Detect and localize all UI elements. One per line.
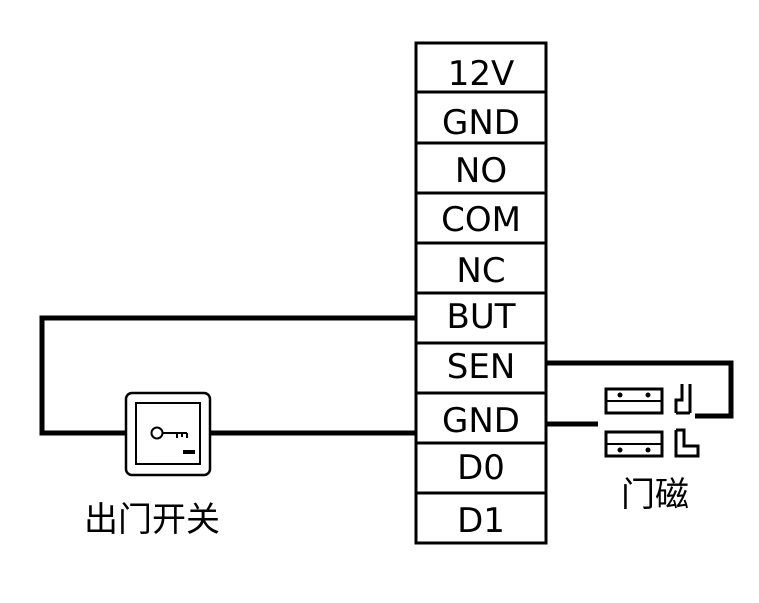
terminal-label-sen: SEN — [447, 347, 516, 387]
exit-switch: 出门开关 — [84, 391, 220, 540]
terminal-label-gnd: GND — [442, 103, 520, 143]
wire-sen-to-sensor — [546, 360, 734, 419]
door-sensor: 门磁 — [604, 384, 700, 515]
terminal-label-gnd: GND — [442, 401, 520, 441]
terminal-label-d1: D1 — [457, 501, 505, 541]
terminal-label-nc: NC — [456, 251, 505, 291]
terminal-label-but: BUT — [447, 297, 516, 337]
terminal-label-no: NO — [455, 151, 507, 191]
wires — [39, 315, 734, 436]
terminal-label-d0: D0 — [457, 448, 505, 488]
terminal-label-12v: 12V — [448, 54, 515, 94]
switch-mark — [183, 450, 195, 454]
exit-switch-caption: 出门开关 — [84, 500, 220, 540]
door-sensor-caption: 门磁 — [621, 475, 689, 515]
terminal-label-com: COM — [441, 200, 521, 240]
wire-but-to-switch — [39, 315, 416, 436]
key-icon — [150, 426, 188, 440]
